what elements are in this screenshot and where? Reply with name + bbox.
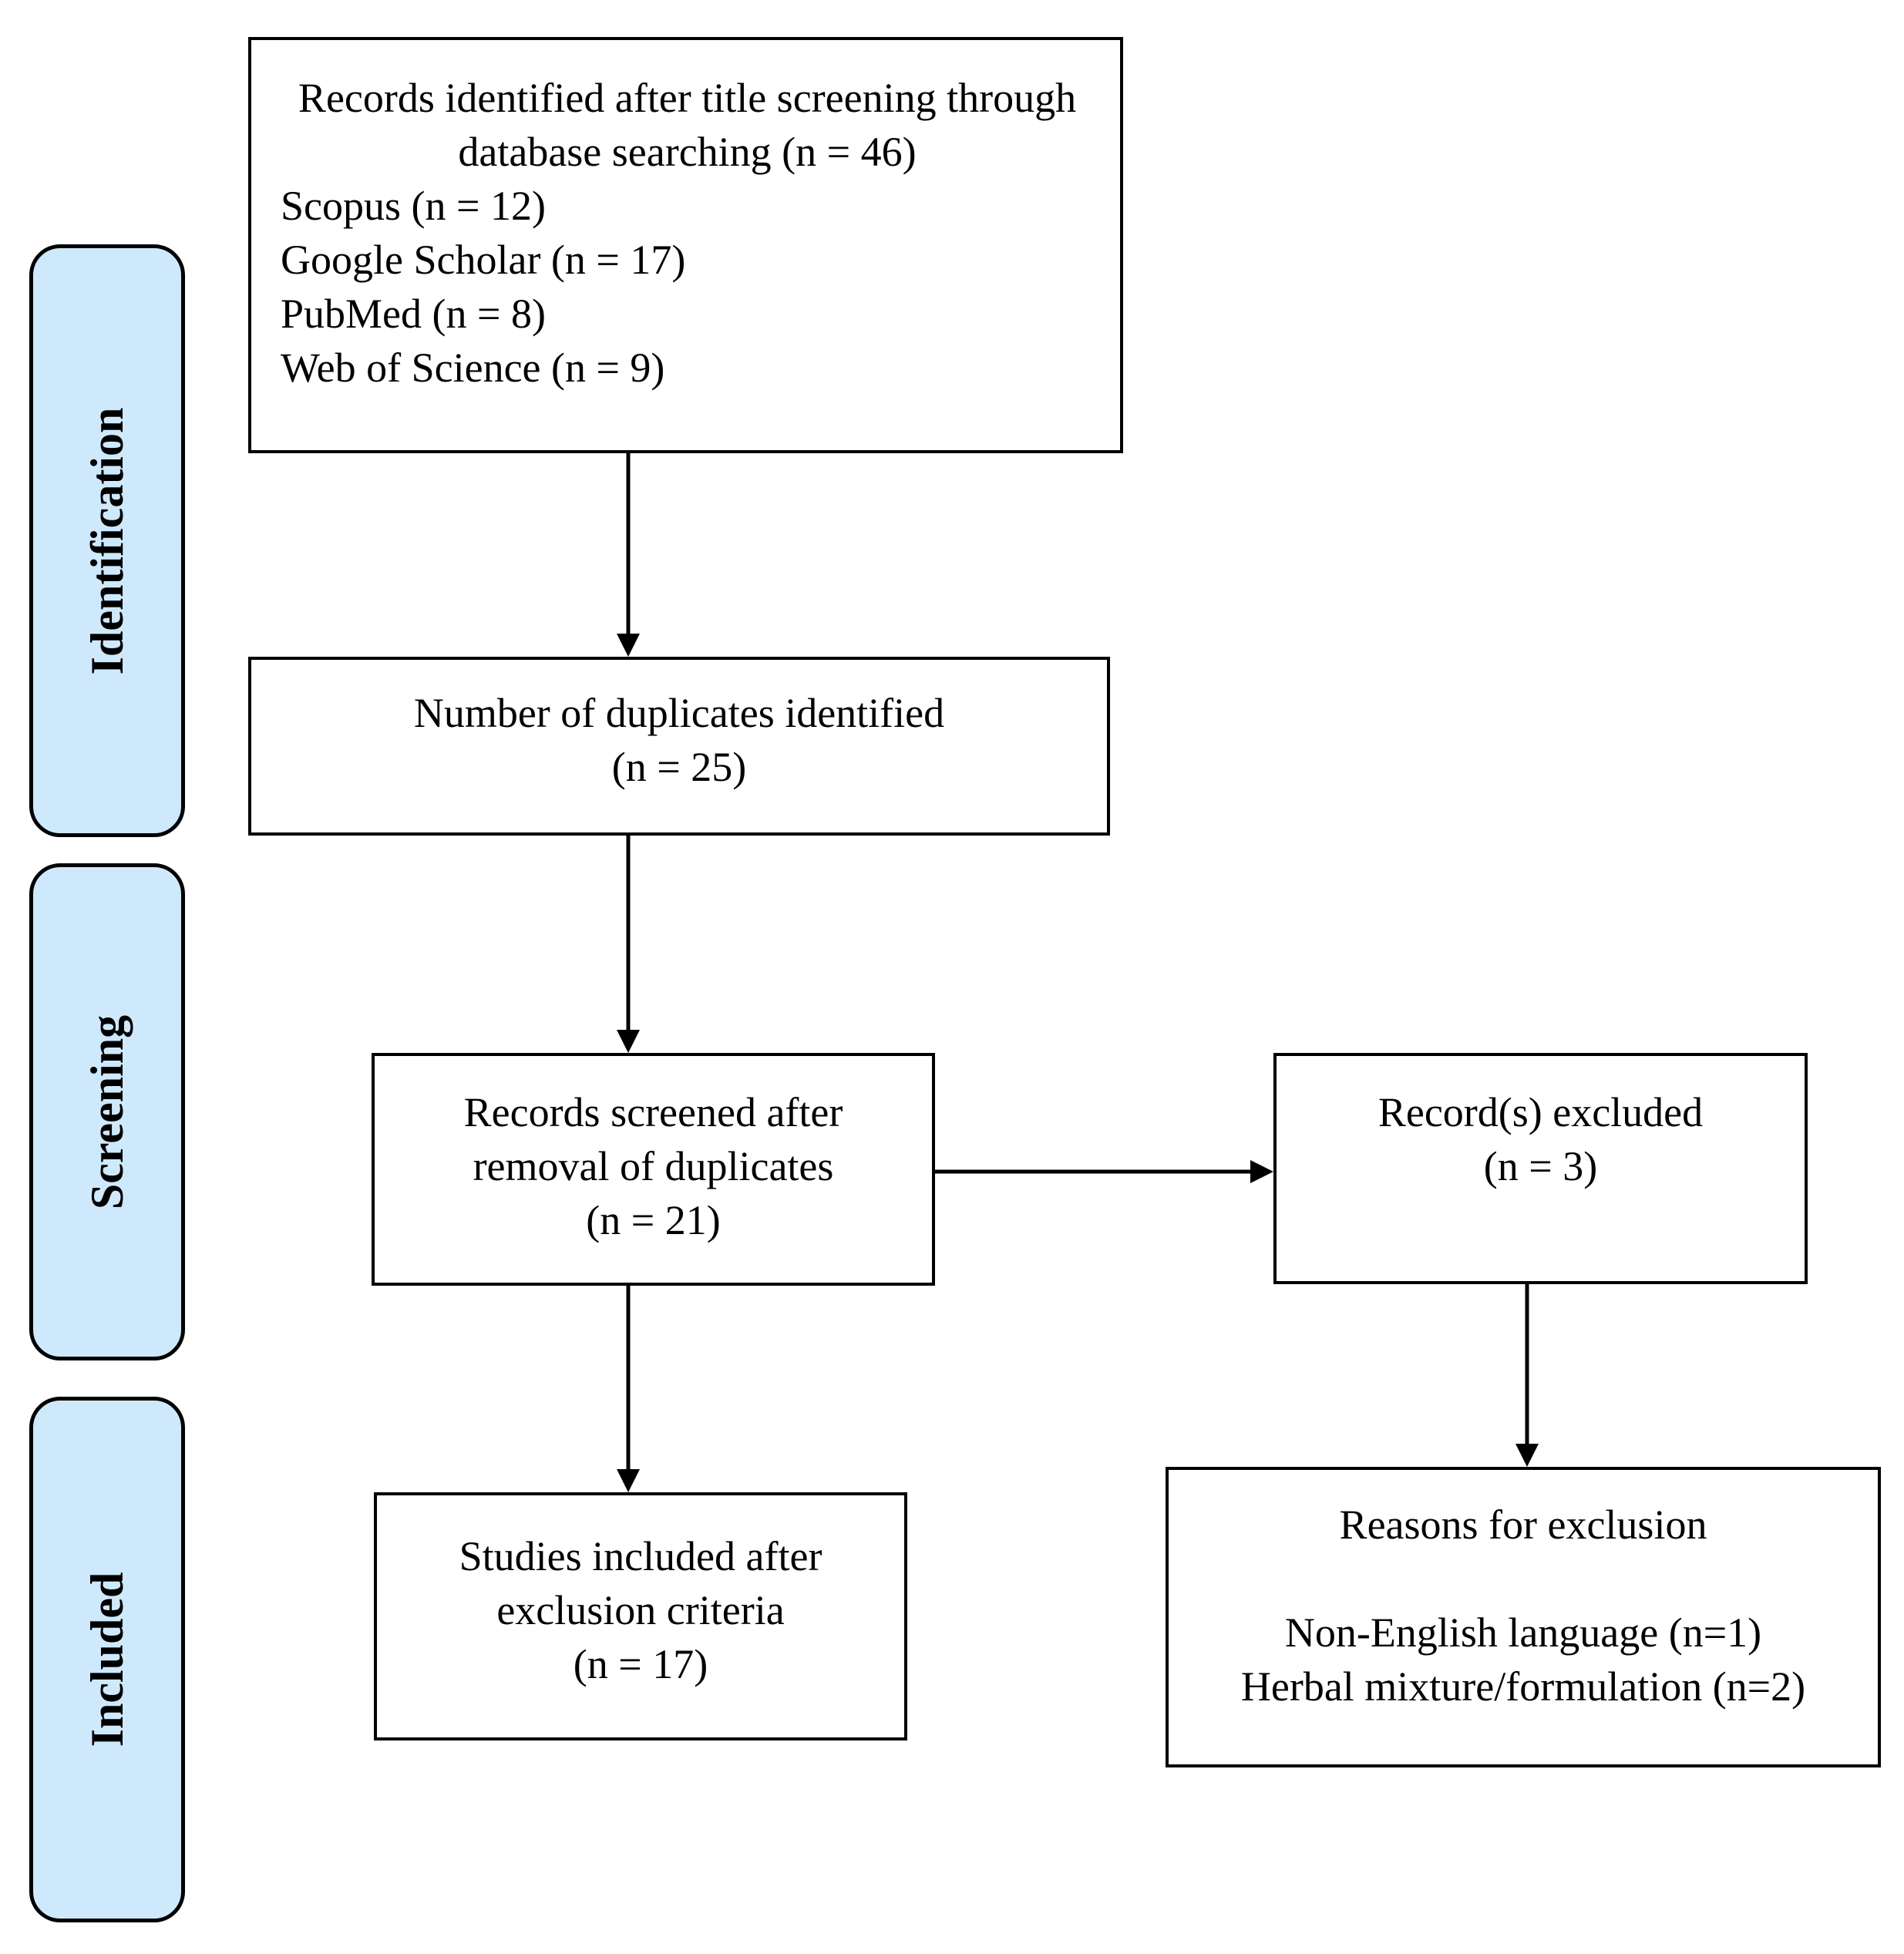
duplicates-count: (n = 25) bbox=[611, 744, 747, 790]
records-identified-line2: database searching (n = 46) bbox=[458, 129, 917, 175]
arrowhead-included bbox=[617, 1469, 640, 1492]
stage-included-label: Included bbox=[82, 1572, 133, 1747]
stage-identification: Identification bbox=[29, 244, 185, 837]
stage-screening-label: Screening bbox=[82, 1014, 133, 1209]
included-line2: exclusion criteria bbox=[496, 1587, 785, 1633]
duplicates-box: Number of duplicates identified (n = 25) bbox=[248, 657, 1110, 836]
arrowhead-screened bbox=[617, 1030, 640, 1053]
source-google-scholar: Google Scholar (n = 17) bbox=[281, 237, 686, 283]
screened-line2: removal of duplicates bbox=[473, 1143, 834, 1189]
records-screened-box: Records screened after removal of duplic… bbox=[372, 1053, 935, 1286]
included-line1: Studies included after bbox=[459, 1533, 822, 1579]
source-scopus: Scopus (n = 12) bbox=[281, 183, 546, 229]
reasons-spacer bbox=[1176, 1552, 1870, 1606]
excluded-line1: Record(s) excluded bbox=[1378, 1089, 1704, 1135]
stage-screening: Screening bbox=[29, 863, 185, 1360]
duplicates-line1: Number of duplicates identified bbox=[413, 690, 945, 736]
arrowhead-duplicates bbox=[617, 634, 640, 657]
stage-identification-label: Identification bbox=[82, 407, 133, 674]
records-identified-line1: Records identified after title screening… bbox=[298, 75, 1077, 121]
source-web-of-science: Web of Science (n = 9) bbox=[281, 345, 665, 391]
reasons-for-exclusion-box: Reasons for exclusion Non-English langua… bbox=[1166, 1467, 1881, 1767]
reason-non-english: Non-English language (n=1) bbox=[1284, 1609, 1762, 1656]
reason-herbal-mixture: Herbal mixture/formulation (n=2) bbox=[1240, 1663, 1806, 1710]
stage-included: Included bbox=[29, 1397, 185, 1922]
excluded-count: (n = 3) bbox=[1483, 1143, 1598, 1189]
records-identified-box: Records identified after title screening… bbox=[248, 37, 1123, 453]
reasons-title: Reasons for exclusion bbox=[1339, 1502, 1707, 1548]
screened-line1: Records screened after bbox=[463, 1089, 843, 1135]
arrowhead-excluded bbox=[1250, 1160, 1273, 1183]
source-pubmed: PubMed (n = 8) bbox=[281, 291, 546, 337]
arrowhead-reasons bbox=[1515, 1444, 1539, 1467]
included-count: (n = 17) bbox=[573, 1641, 708, 1687]
studies-included-box: Studies included after exclusion criteri… bbox=[374, 1492, 907, 1740]
records-excluded-box: Record(s) excluded (n = 3) bbox=[1273, 1053, 1808, 1284]
screened-count: (n = 21) bbox=[586, 1197, 721, 1243]
